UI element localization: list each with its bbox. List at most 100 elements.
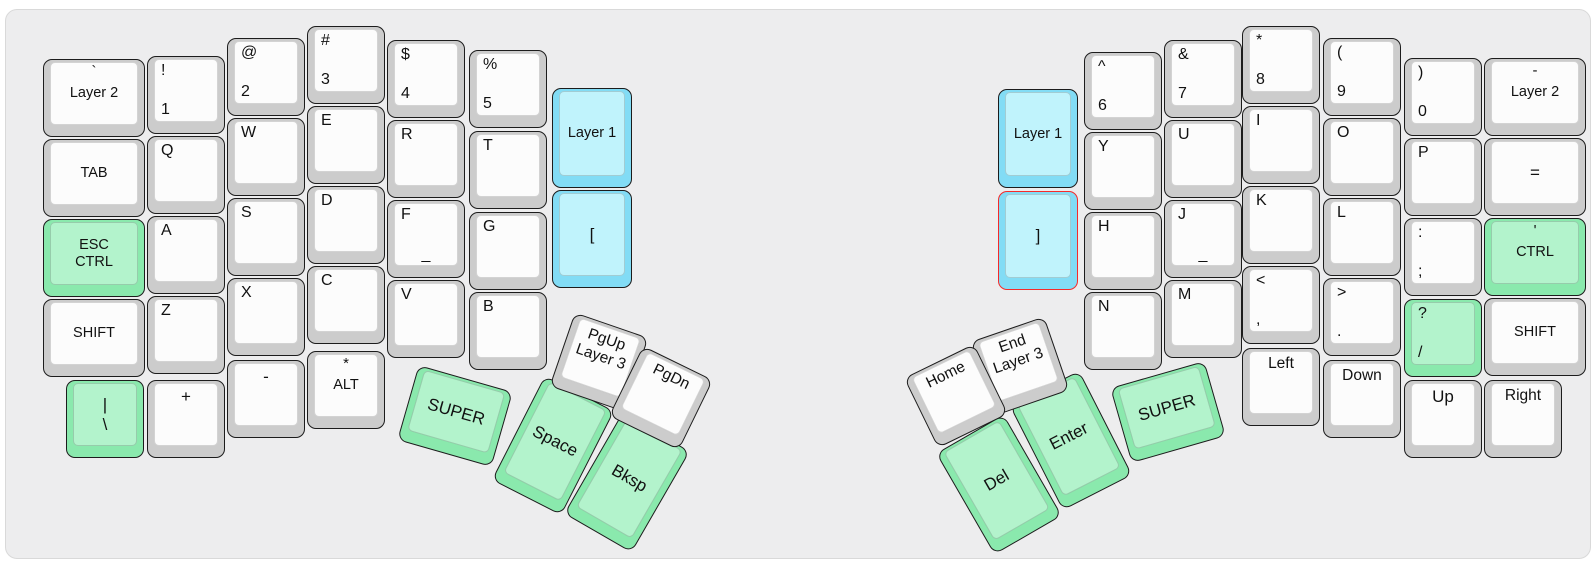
key-5-percent[interactable]: %5: [469, 50, 547, 128]
key-label: E: [321, 112, 332, 129]
key-t[interactable]: T: [469, 131, 547, 209]
key-q[interactable]: Q: [147, 136, 225, 214]
key-k[interactable]: K: [1242, 186, 1320, 264]
key-label: ,: [1256, 310, 1261, 328]
keycap-top: X: [234, 281, 298, 344]
key-m[interactable]: M: [1164, 280, 1242, 358]
key-arrow-up[interactable]: Up: [1404, 380, 1482, 458]
keycap-top: S: [234, 201, 298, 264]
key-semicolon[interactable]: :;: [1404, 218, 1482, 296]
key-3-hash[interactable]: #3: [307, 26, 385, 104]
key-7-amp[interactable]: &7: [1164, 40, 1242, 118]
key-o[interactable]: O: [1323, 118, 1401, 196]
key-r[interactable]: R: [387, 120, 465, 198]
key-z[interactable]: Z: [147, 296, 225, 374]
key-h[interactable]: H: [1084, 212, 1162, 290]
key-4-dollar[interactable]: $4: [387, 40, 465, 118]
keycap-top: Up: [1411, 383, 1475, 446]
key-minus-layer2[interactable]: -Layer 2: [1484, 58, 1586, 136]
key-label: ESC: [79, 236, 109, 253]
key-label: *: [343, 355, 349, 372]
key-grave-layer2[interactable]: `Layer 2: [43, 59, 145, 137]
key-plus[interactable]: +: [147, 380, 225, 458]
key-slash-question[interactable]: ?/: [1404, 299, 1482, 377]
key-a[interactable]: A: [147, 216, 225, 294]
keycap-top: Z: [154, 299, 218, 362]
key-label: 9: [1337, 82, 1346, 100]
key-u[interactable]: U: [1164, 120, 1242, 198]
key-period-gt[interactable]: >.: [1323, 278, 1401, 356]
key-label: L: [1337, 204, 1346, 221]
keycap-top: SHIFT: [50, 302, 138, 365]
key-label: R: [401, 126, 413, 143]
key-2-at[interactable]: @2: [227, 38, 305, 116]
key-n[interactable]: N: [1084, 292, 1162, 370]
key-9-lparen[interactable]: (9: [1323, 38, 1401, 116]
key-layer1-right[interactable]: Layer 1: [998, 89, 1078, 188]
key-tab[interactable]: TAB: [43, 139, 145, 217]
key-label: ': [1533, 222, 1537, 239]
key-p[interactable]: P: [1404, 138, 1482, 216]
key-label-group: CTRL: [1492, 222, 1578, 283]
key-equals[interactable]: =: [1484, 138, 1586, 216]
keycap-top: V: [394, 283, 458, 346]
keycap-top: 'CTRL: [1491, 221, 1579, 284]
key-w[interactable]: W: [227, 118, 305, 196]
key-8-star[interactable]: *8: [1242, 26, 1320, 104]
key-quote-ctrl[interactable]: 'CTRL: [1484, 218, 1586, 296]
key-0-rparen[interactable]: )0: [1404, 58, 1482, 136]
key-star-alt[interactable]: *ALT: [307, 351, 385, 429]
key-label: @: [241, 44, 258, 61]
keycap-top: J_: [1171, 203, 1235, 266]
key-label-group: Layer 1: [560, 92, 624, 175]
key-x[interactable]: X: [227, 278, 305, 356]
key-left-bracket[interactable]: [: [552, 190, 632, 288]
key-pipe-backslash[interactable]: |\: [66, 380, 144, 458]
key-6-caret[interactable]: ^6: [1084, 52, 1162, 130]
keycap-top: M: [1171, 283, 1235, 346]
key-minus[interactable]: -: [227, 360, 305, 438]
key-comma-lt[interactable]: <,: [1242, 266, 1320, 344]
key-d[interactable]: D: [307, 186, 385, 264]
key-1-exclam[interactable]: !1: [147, 56, 225, 134]
key-arrow-right[interactable]: Right: [1484, 380, 1562, 458]
key-label: N: [1098, 298, 1110, 315]
key-label: !: [161, 62, 166, 79]
key-label: G: [483, 218, 496, 235]
key-label: ^: [1098, 58, 1106, 75]
key-y[interactable]: Y: [1084, 132, 1162, 210]
key-super-left[interactable]: SUPER: [397, 365, 513, 467]
key-label-group: Layer 2: [51, 63, 137, 124]
key-arrow-down[interactable]: Down: [1323, 360, 1401, 438]
keycap-top: B: [476, 295, 540, 358]
key-c[interactable]: C: [307, 266, 385, 344]
key-e[interactable]: E: [307, 106, 385, 184]
key-super-right[interactable]: SUPER: [1110, 361, 1226, 463]
key-label: X: [241, 284, 252, 301]
key-s[interactable]: S: [227, 198, 305, 276]
key-f[interactable]: F_: [387, 200, 465, 278]
key-i[interactable]: I: [1242, 106, 1320, 184]
key-j[interactable]: J_: [1164, 200, 1242, 278]
key-label-group: PgDn: [639, 356, 703, 399]
key-label: B: [483, 298, 494, 315]
key-v[interactable]: V: [387, 280, 465, 358]
key-right-bracket[interactable]: ]: [998, 191, 1078, 290]
keycap-top: `Layer 2: [50, 62, 138, 125]
keycap-top: N: [1091, 295, 1155, 358]
key-label: S: [241, 204, 252, 221]
key-shift-left[interactable]: SHIFT: [43, 299, 145, 377]
keycap-top: >.: [1330, 281, 1394, 344]
key-layer1-left[interactable]: Layer 1: [552, 88, 632, 188]
key-label-group: Home: [914, 354, 978, 397]
key-shift-right[interactable]: SHIFT: [1484, 298, 1586, 376]
key-l[interactable]: L: [1323, 198, 1401, 276]
key-label: A: [161, 222, 172, 239]
keycap-top: P: [1411, 141, 1475, 204]
key-g[interactable]: G: [469, 212, 547, 290]
key-label: Enter: [1046, 418, 1092, 454]
key-b[interactable]: B: [469, 292, 547, 370]
key-arrow-left[interactable]: Left: [1242, 348, 1320, 426]
